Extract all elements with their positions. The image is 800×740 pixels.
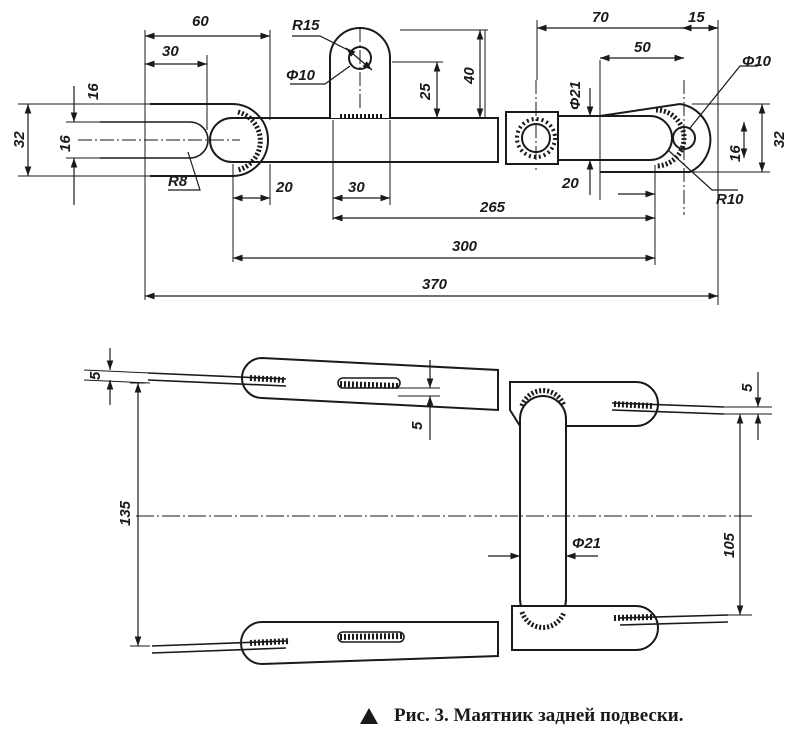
dim-50: 50 <box>634 39 651 56</box>
dim-32-right: 32 <box>771 131 788 148</box>
dim-40: 40 <box>461 67 478 85</box>
dim-5-middle: 5 <box>409 421 426 430</box>
dim-15: 15 <box>688 9 705 26</box>
right-plate <box>599 102 712 173</box>
dim-phi21-top: Φ21 <box>567 81 584 110</box>
side-view <box>83 348 772 666</box>
left-bar-outline <box>209 117 499 163</box>
dim-phi10-left: Φ10 <box>286 67 316 84</box>
dim-265: 265 <box>479 199 506 216</box>
left-slot <box>100 121 209 159</box>
dim-16-right: 16 <box>727 145 744 162</box>
dim-20-left: 20 <box>275 179 293 196</box>
dim-300: 300 <box>452 238 478 255</box>
dim-16-left-b: 16 <box>57 135 74 152</box>
lower-left-bar <box>240 621 499 666</box>
caption-text: Рис. 3. Маятник задней подвески. <box>394 705 684 726</box>
lower-right-bar <box>511 605 659 651</box>
dim-30-bottom: 30 <box>348 179 365 196</box>
left-slotted-plate <box>150 103 269 177</box>
dim-30-top: 30 <box>162 43 179 60</box>
dim-60: 60 <box>192 13 209 30</box>
vertical-tube <box>519 395 567 623</box>
dim-105: 105 <box>721 532 738 558</box>
dim-5-right: 5 <box>739 383 756 392</box>
side-view-labels: 5 5 5 135 105 Φ21 <box>87 371 756 558</box>
dim-5-top-left: 5 <box>87 371 104 380</box>
plan-view-labels: 60 30 R15 Φ10 25 40 70 15 50 Φ21 Φ10 32 … <box>11 9 788 293</box>
left-weld-arc <box>237 109 263 173</box>
triangle-icon <box>360 708 378 724</box>
figure-caption: Рис. 3. Маятник задней подвески. <box>360 702 800 730</box>
dim-r8: R8 <box>168 173 188 190</box>
plan-view <box>18 20 770 305</box>
dim-20-right: 20 <box>561 175 579 192</box>
dim-32-left: 32 <box>11 131 28 148</box>
dim-135: 135 <box>117 500 134 526</box>
dim-phi21: Φ21 <box>572 535 601 552</box>
dim-r15: R15 <box>292 17 320 34</box>
dim-phi10-right: Φ10 <box>742 53 772 70</box>
dim-r10: R10 <box>716 191 744 208</box>
dim-70: 70 <box>592 9 609 26</box>
dim-25: 25 <box>417 83 434 101</box>
dim-370: 370 <box>422 276 448 293</box>
dim-16-left-a: 16 <box>85 83 102 100</box>
